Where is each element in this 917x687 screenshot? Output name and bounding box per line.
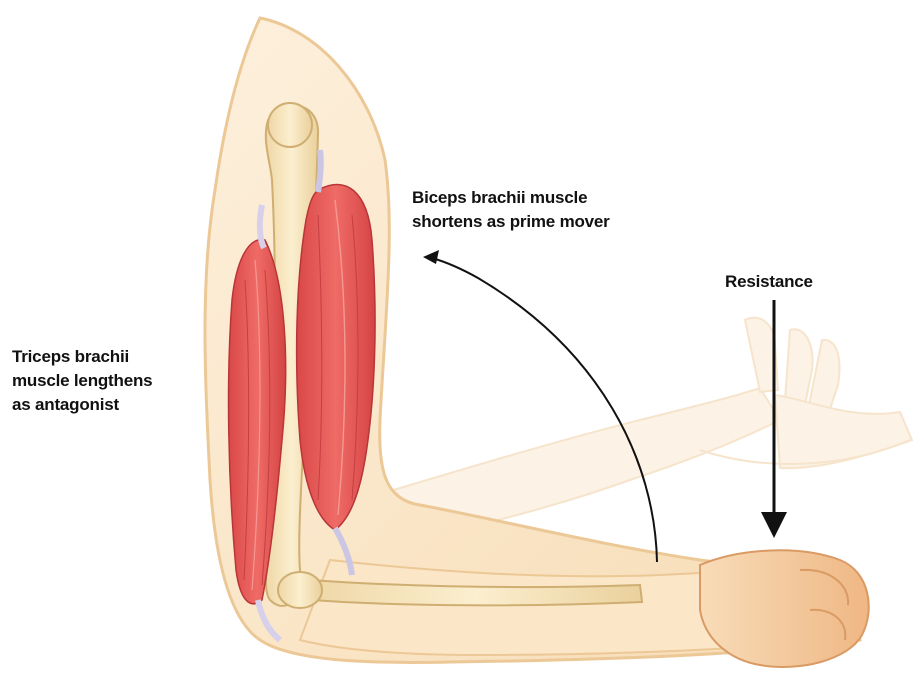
fist [700,550,869,667]
triceps-label-line-1: Triceps brachii [12,345,152,369]
resistance-label: Resistance [725,270,813,294]
biceps-label-line-1: Biceps brachii muscle [412,186,610,210]
biceps-label-line-2: shortens as prime mover [412,210,610,234]
triceps-label-line-2: muscle lengthens [12,369,152,393]
biceps-label: Biceps brachii muscle shortens as prime … [412,186,610,234]
triceps-label: Triceps brachii muscle lengthens as anta… [12,345,152,417]
triceps-label-line-3: as antagonist [12,393,152,417]
resistance-label-text: Resistance [725,270,813,294]
